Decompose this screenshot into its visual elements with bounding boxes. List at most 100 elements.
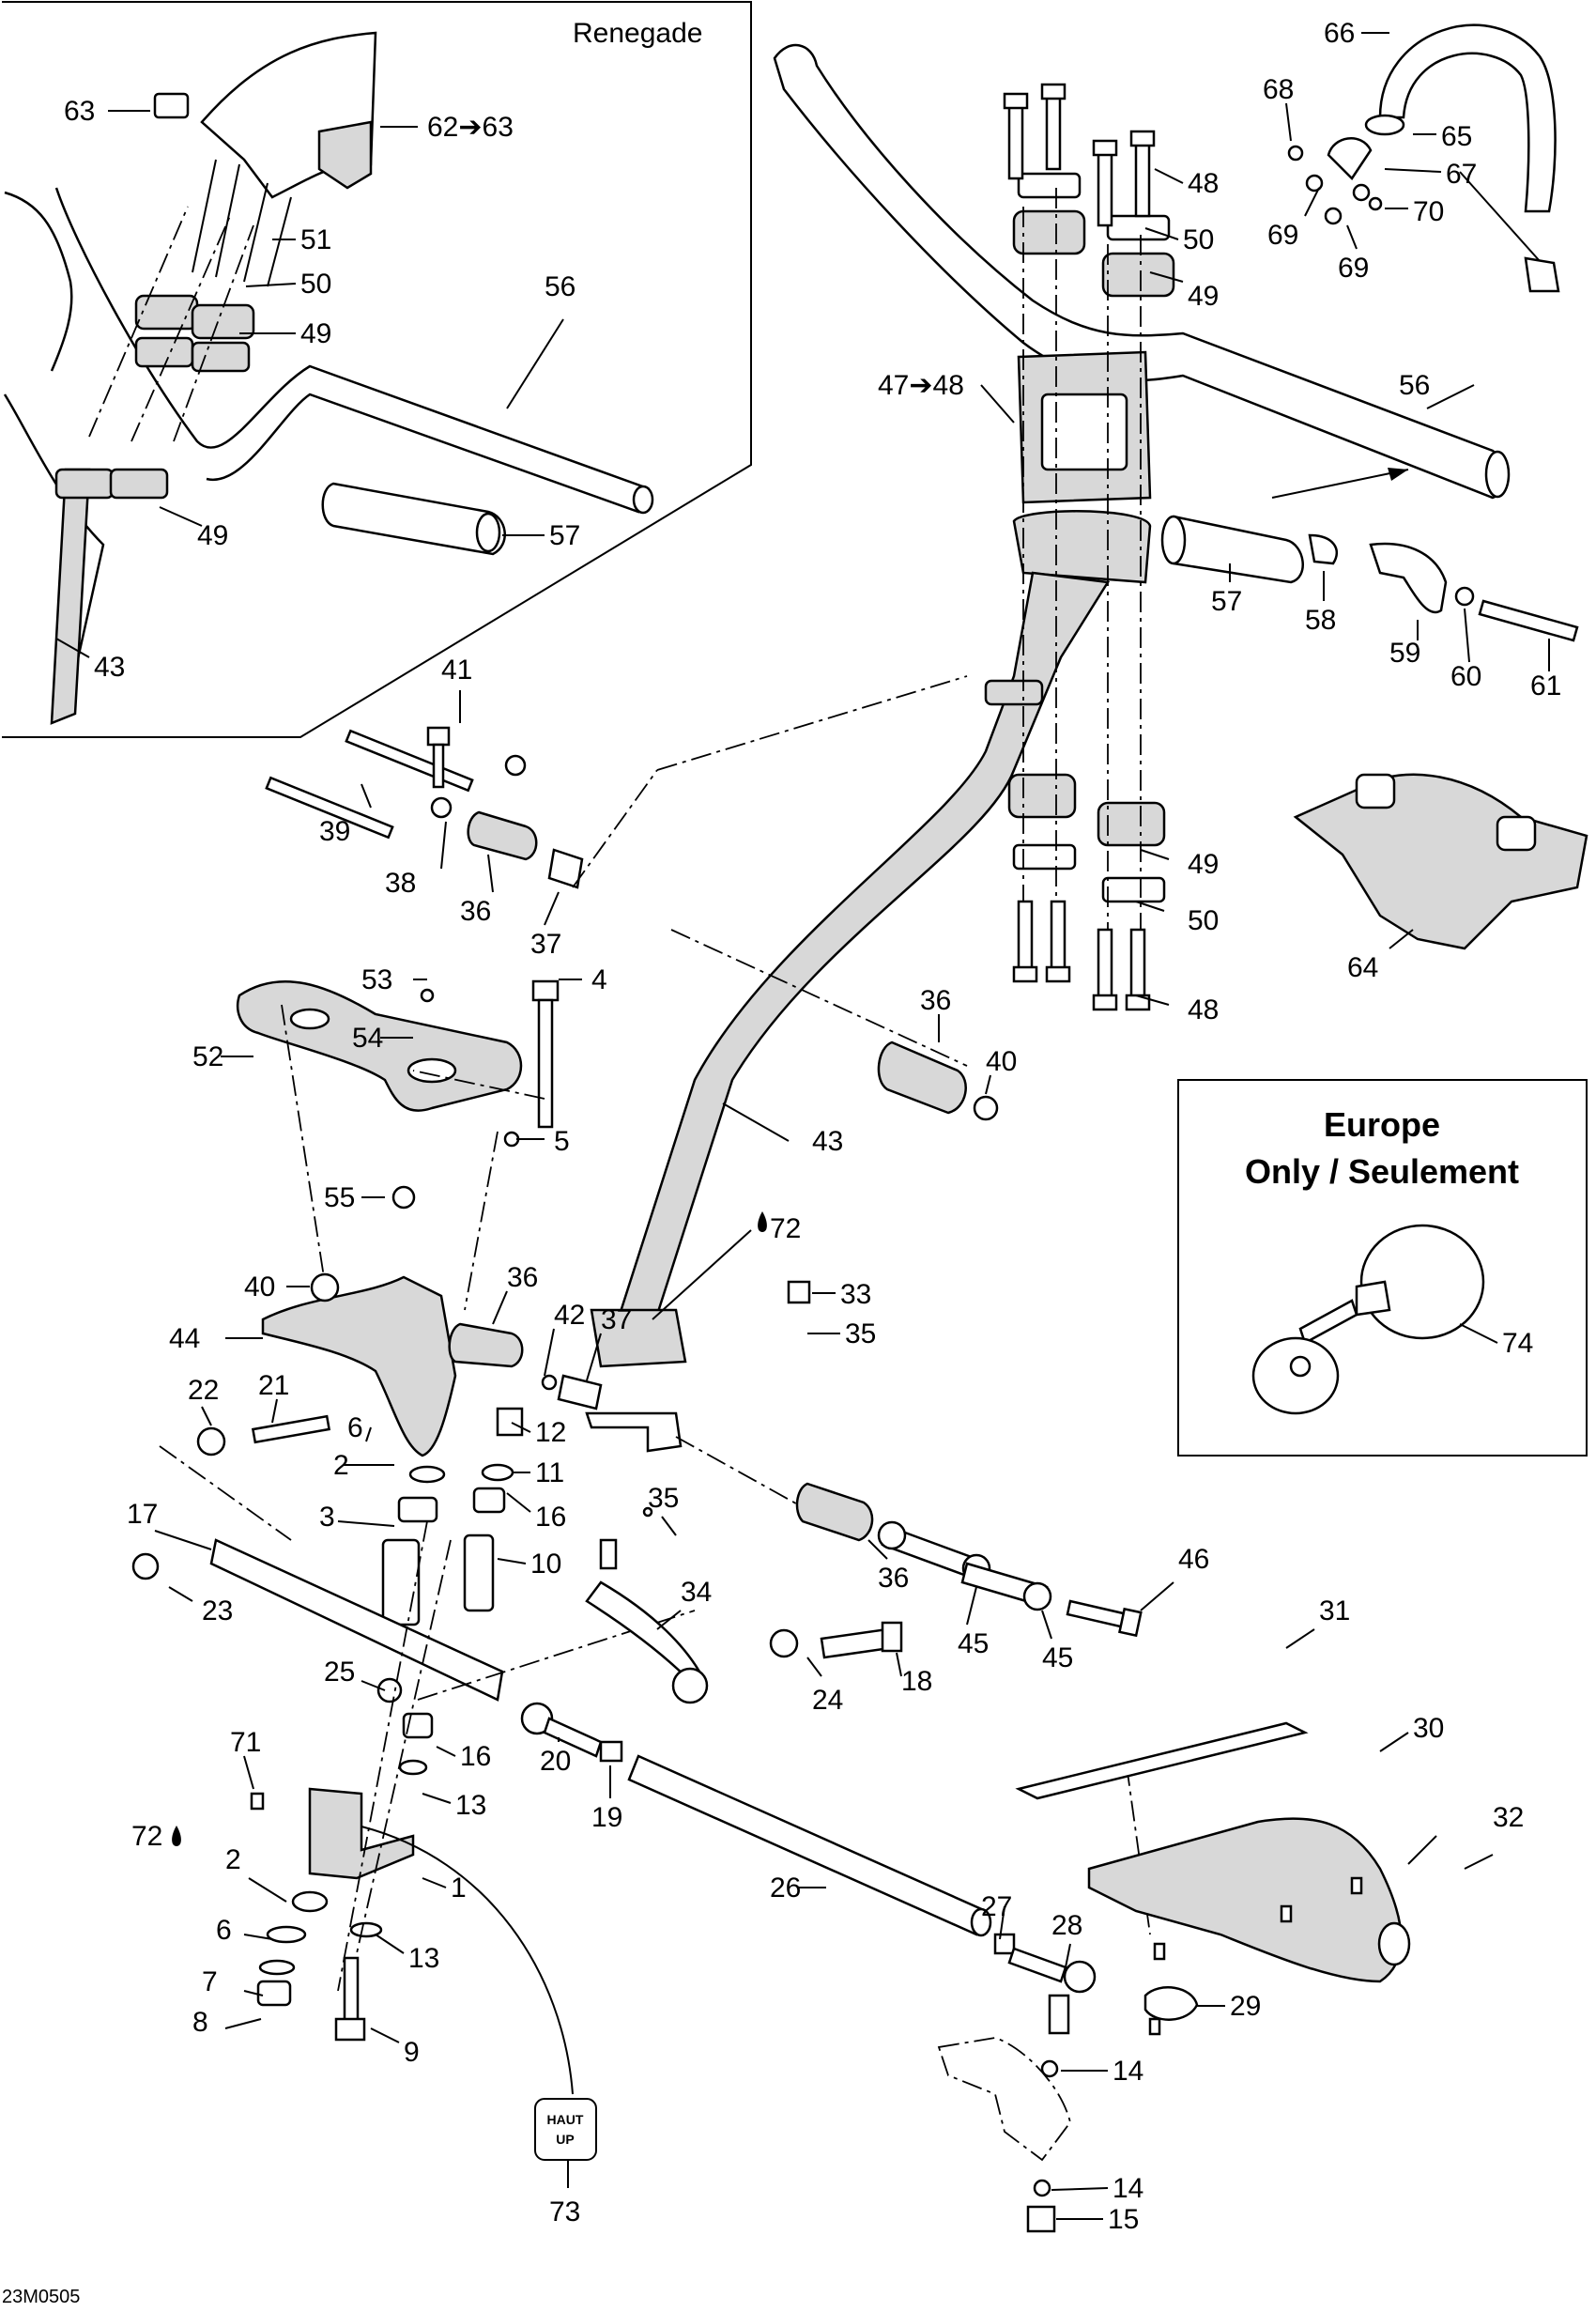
callout: 36: [878, 1563, 909, 1594]
main-handlebar-assembly: [585, 23, 1588, 1453]
callout: 69: [1338, 253, 1369, 284]
callout: 23: [202, 1595, 233, 1626]
up-text: UP: [556, 2132, 574, 2147]
callout: 58: [1305, 605, 1336, 636]
callout: 36: [507, 1262, 538, 1293]
callout: 4: [591, 964, 607, 995]
callout: 14: [1113, 2056, 1143, 2087]
callout: 21: [258, 1370, 289, 1401]
callout: 50: [1183, 224, 1214, 255]
callout: 12: [535, 1417, 566, 1448]
callout: 73: [549, 2196, 580, 2227]
callout: 57: [1211, 586, 1242, 617]
haut-up-label: HAUT UP: [361, 1826, 597, 2161]
callout: 27: [981, 1891, 1012, 1922]
callout: 8: [192, 2007, 208, 2038]
renegade-inset: Renegade: [2, 1, 752, 738]
callout: 10: [530, 1549, 561, 1580]
callout: 29: [1230, 1991, 1261, 2022]
callout: 22: [188, 1375, 219, 1406]
callout: 5: [554, 1126, 570, 1157]
callout: 28: [1051, 1910, 1082, 1941]
callout: 6: [347, 1412, 363, 1443]
callout: 55: [324, 1182, 355, 1213]
callout: 59: [1389, 638, 1420, 669]
callout: 61: [1530, 670, 1561, 701]
callout: 17: [127, 1499, 158, 1530]
callout: 33: [840, 1279, 871, 1310]
callout: 67: [1446, 159, 1477, 190]
callout: 52: [192, 1041, 223, 1072]
callout: 49: [1188, 849, 1219, 880]
callout: 34: [681, 1577, 712, 1608]
callout: 9: [404, 2037, 420, 2068]
callout: 39: [319, 816, 350, 847]
callout: 14: [1113, 2173, 1143, 2204]
callout: 1: [451, 1873, 467, 1904]
callout: 68: [1263, 74, 1294, 105]
callout: 26: [770, 1873, 801, 1904]
callout: 45: [1042, 1642, 1073, 1673]
callout: 35: [845, 1318, 876, 1349]
oil-drop-icon: [758, 1211, 767, 1232]
callout: 32: [1493, 1802, 1524, 1833]
callout: 56: [545, 271, 575, 302]
callout: 49: [300, 318, 331, 349]
callout: 13: [455, 1790, 486, 1821]
callout: 37: [530, 929, 561, 960]
callout: 46: [1178, 1544, 1209, 1575]
europe-label: Europe: [1324, 1105, 1440, 1144]
callout: 37: [601, 1304, 632, 1335]
left-middle-parts: [131, 675, 1151, 2042]
callout: 54: [352, 1023, 383, 1054]
callout: 38: [385, 868, 416, 899]
callout: 24: [812, 1685, 843, 1716]
callout: 66: [1324, 18, 1355, 49]
inset-title: Renegade: [573, 18, 702, 49]
callout: 15: [1108, 2204, 1139, 2235]
callout: 65: [1441, 121, 1472, 152]
callout: 36: [460, 896, 491, 927]
callout: 57: [549, 520, 580, 551]
callout: 53: [361, 964, 392, 995]
callout: 47➔48: [878, 370, 964, 401]
callout: 25: [324, 1657, 355, 1688]
callout: 19: [591, 1802, 622, 1833]
callout: 41: [441, 655, 472, 686]
callout: 44: [169, 1323, 200, 1354]
callout: 31: [1319, 1595, 1350, 1626]
callout: 16: [535, 1502, 566, 1533]
callout: 3: [319, 1502, 335, 1533]
callout: 11: [535, 1457, 564, 1488]
lower-linkage: [520, 1482, 1411, 2233]
callout: 72: [770, 1213, 801, 1244]
callout: 62➔63: [427, 112, 514, 143]
callout: 42: [554, 1300, 585, 1331]
callout: 49: [197, 520, 228, 551]
callout: 70: [1413, 196, 1444, 227]
callout: 2: [333, 1450, 349, 1481]
callout: 35: [648, 1483, 679, 1514]
only-seulement-label: Only / Seulement: [1245, 1152, 1519, 1191]
callout: 18: [901, 1666, 932, 1697]
callout: 40: [244, 1272, 275, 1302]
callout: 74: [1502, 1328, 1533, 1359]
callout: 49: [1188, 281, 1219, 312]
callout: 50: [300, 269, 331, 300]
callout: 51: [300, 224, 331, 255]
callout: 2: [225, 1844, 241, 1875]
oil-drop-icon: [172, 1826, 181, 1846]
callout: 20: [540, 1746, 571, 1777]
callout: 72: [131, 1821, 162, 1852]
leader-lines: [154, 32, 1550, 2220]
callout: 43: [94, 652, 125, 683]
callout: 36: [920, 985, 951, 1016]
callout: 7: [202, 1966, 218, 1997]
figure-code: 23M0505: [2, 2287, 80, 2307]
callout: 64: [1347, 952, 1378, 983]
callout: 6: [216, 1915, 232, 1946]
callout: 30: [1413, 1713, 1444, 1744]
callout: 48: [1188, 994, 1219, 1025]
callout: 16: [460, 1741, 491, 1772]
